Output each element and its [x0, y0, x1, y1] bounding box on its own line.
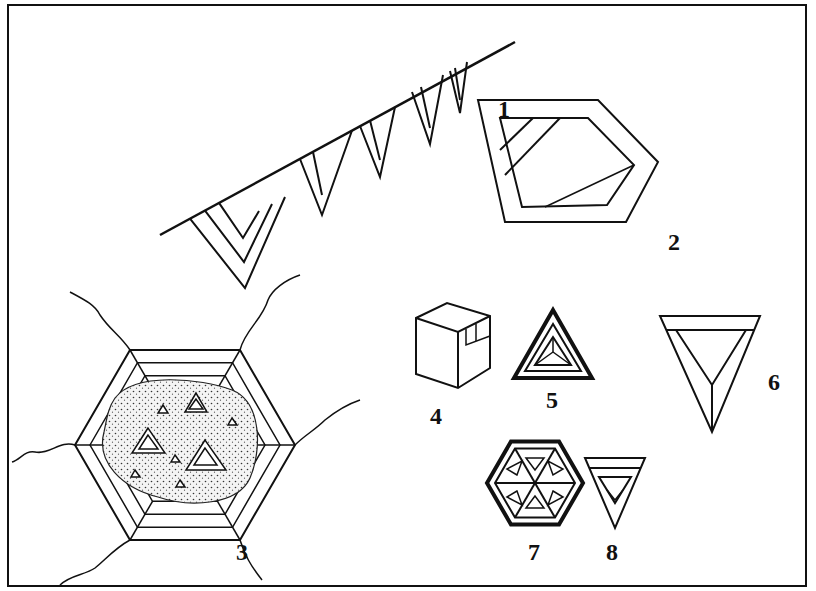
callout-number: 1 — [498, 97, 510, 121]
callout-number: 7 — [528, 540, 540, 564]
callout-number: 5 — [546, 388, 558, 412]
callout-number: 2 — [668, 230, 680, 254]
callout-number: 8 — [606, 540, 618, 564]
callout-number: 3 — [236, 540, 248, 564]
callout-number: 4 — [430, 404, 442, 428]
callout-number: 6 — [768, 370, 780, 394]
